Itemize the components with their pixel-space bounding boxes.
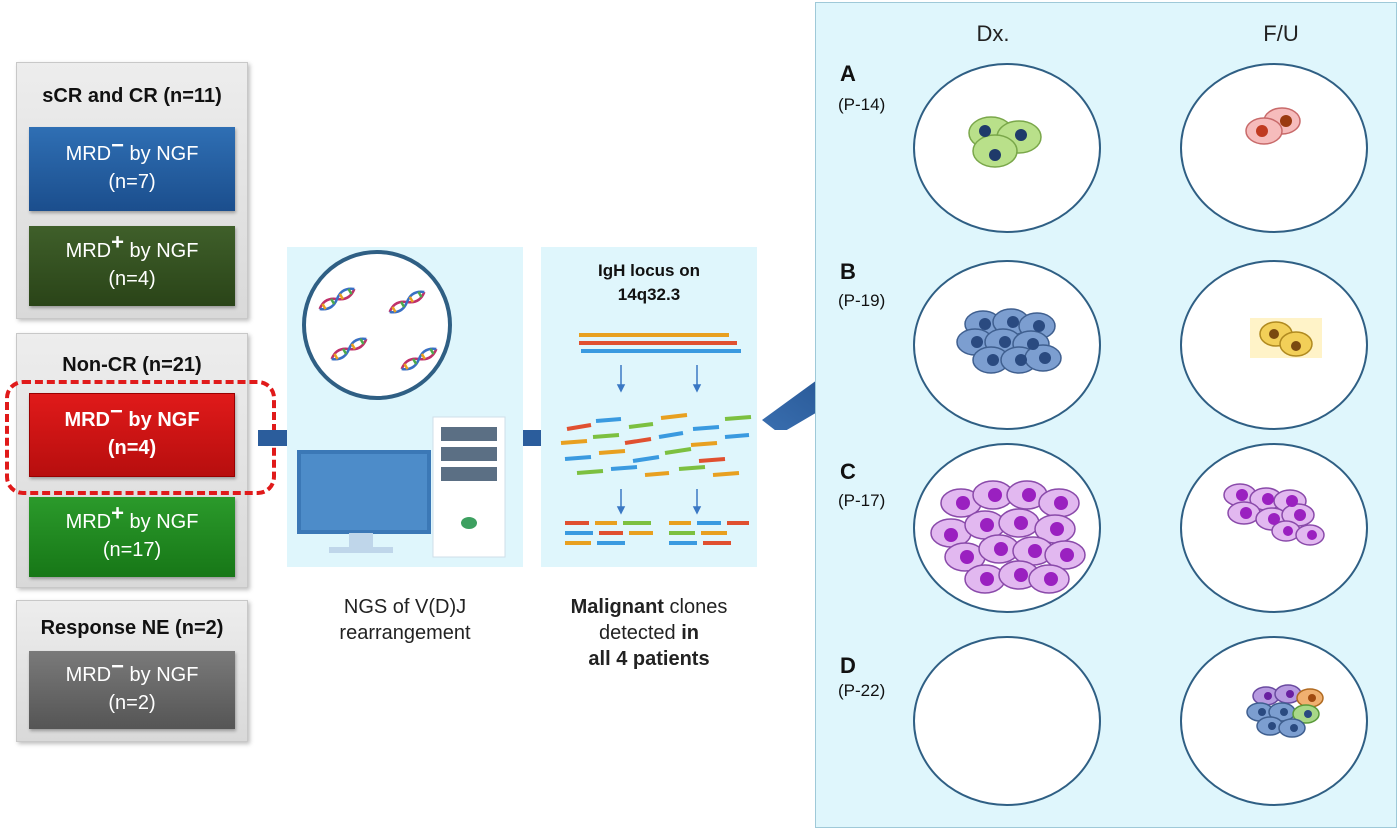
patients-panel: Dx. F/U A (P-14) B (P-19) C (P-17) D (P-…	[815, 2, 1397, 828]
row-patient: (P-17)	[838, 491, 886, 510]
purple-cells-icon	[1223, 483, 1325, 546]
dna-circle-icon	[297, 250, 506, 558]
mrd-negative-box: MRD− by NGF (n=2)	[29, 651, 235, 729]
row-letter: C	[840, 459, 856, 484]
ngs-caption: NGS of V(D)J rearrangement	[339, 596, 471, 644]
purple-cells-icon	[930, 480, 1086, 594]
mrd-positive-box: MRD+ by NGF (n=4)	[29, 226, 235, 306]
igh-title: IgH locus on 14q32.3	[598, 261, 700, 304]
green-cells-icon	[968, 116, 1042, 168]
group-response-ne: Response NE (n=2) MRD− by NGF (n=2)	[16, 600, 248, 742]
yellow-cells-icon	[1250, 318, 1322, 358]
row-letter: D	[840, 653, 856, 678]
dx-circle	[913, 260, 1101, 430]
sequence-reads-icon	[560, 333, 752, 545]
fu-circle	[1180, 443, 1368, 613]
mrd-positive-box: MRD+ by NGF (n=17)	[29, 497, 235, 577]
ngs-panel	[287, 247, 523, 567]
fu-circle	[1180, 260, 1368, 430]
column-header-fu: F/U	[1263, 21, 1299, 46]
group-scr-cr: sCR and CR (n=11) MRD− by NGF (n=7) MRD+…	[16, 62, 248, 319]
group-title: Response NE (n=2)	[40, 617, 224, 639]
group-title: sCR and CR (n=11)	[42, 85, 222, 107]
blue-cells-icon	[956, 308, 1062, 374]
row-letter: B	[840, 259, 856, 284]
row-patient: (P-22)	[838, 681, 886, 700]
column-header-dx: Dx.	[976, 21, 1010, 46]
group-title: Non-CR (n=21)	[62, 354, 202, 376]
dx-circle	[913, 443, 1101, 613]
mixed-cells-icon	[1246, 684, 1324, 738]
mrd-negative-highlight-box: MRD− by NGF (n=4)	[29, 393, 235, 477]
row-patient: (P-19)	[838, 291, 886, 310]
row-letter: A	[840, 61, 856, 86]
mrd-negative-box: MRD− by NGF (n=7)	[29, 127, 235, 211]
fu-circle	[1180, 63, 1368, 233]
dx-circle	[913, 636, 1101, 806]
red-cells-icon	[1245, 107, 1301, 145]
fu-circle	[1180, 636, 1368, 806]
igh-panel: IgH locus on 14q32.3	[541, 247, 757, 567]
row-patient: (P-14)	[838, 95, 886, 114]
malignant-caption: Malignant clones detected in all 4 patie…	[570, 596, 728, 670]
dx-circle	[913, 63, 1101, 233]
